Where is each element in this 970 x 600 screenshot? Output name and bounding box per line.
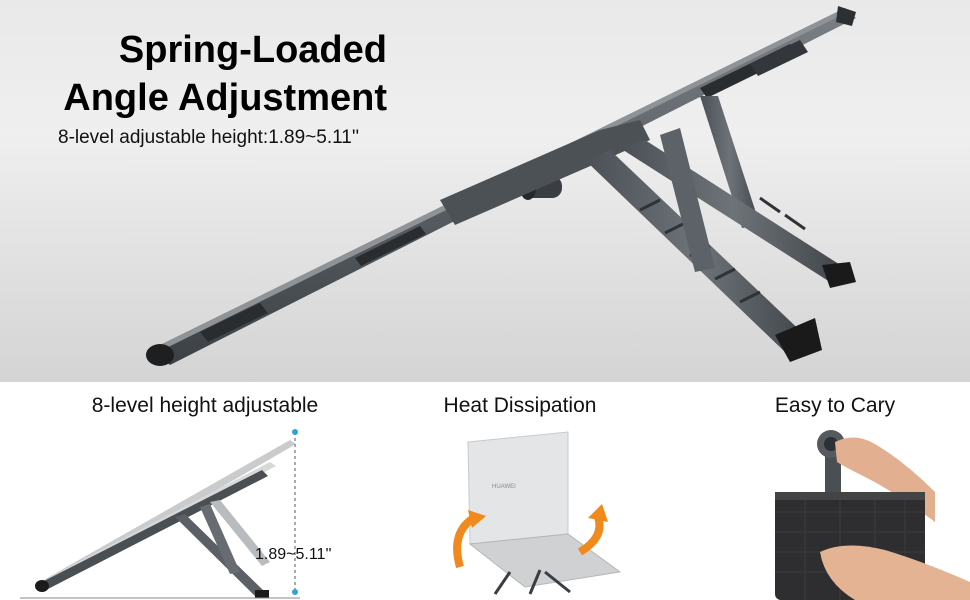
laptop-brand-text: HUAWEI	[492, 484, 516, 490]
easy-carry-panel	[765, 422, 970, 600]
laptop-stand-product-image	[146, 6, 856, 366]
hero-title-line1: Spring-Loaded	[118, 29, 387, 71]
hero-title: Spring-Loaded Angle Adjustment	[63, 26, 387, 122]
features-section: 8-level height adjustable Heat Dissipati…	[0, 382, 970, 600]
heat-arrow-right-icon	[577, 515, 604, 556]
hero-banner: Spring-Loaded Angle Adjustment 8-level a…	[0, 0, 970, 382]
hero-title-line2: Angle Adjustment	[63, 77, 387, 119]
dimension-top-marker	[292, 429, 298, 435]
feature-title-height: 8-level height adjustable	[91, 394, 319, 417]
feature-title-heat: Heat Dissipation	[443, 394, 597, 417]
feature-title-carry: Easy to Cary	[774, 394, 896, 417]
heat-dissipation-panel: HUAWEI	[430, 422, 630, 600]
height-adjust-illustration	[20, 429, 300, 599]
hero-subtitle: 8-level adjustable height:1.89~5.11''	[58, 127, 360, 148]
height-adjust-panel: 1.89~5.11''	[0, 422, 380, 600]
carry-pouch-illustration	[775, 430, 970, 600]
heat-dissipation-illustration: HUAWEI	[453, 431, 622, 595]
dimension-bottom-marker	[292, 589, 298, 595]
height-range-label: 1.89~5.11''	[255, 546, 332, 563]
